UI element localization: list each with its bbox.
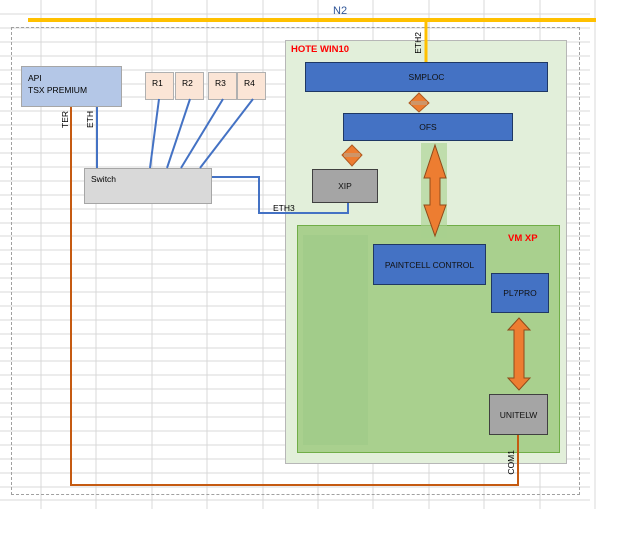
network-label-n2: N2	[333, 5, 348, 17]
host-title: HOTE WIN10	[291, 44, 350, 55]
unitelw-label: UNITELW	[499, 409, 538, 420]
smploc-box[interactable]: SMPLOC	[305, 62, 548, 92]
xip-label: XIP	[338, 181, 352, 191]
pl7pro-box[interactable]: PL7PRO	[491, 273, 549, 313]
router-r1[interactable]: R1	[145, 72, 174, 100]
vm-inner-shade	[303, 235, 368, 445]
xip-box[interactable]: XIP	[312, 169, 378, 203]
smploc-label: SMPLOC	[408, 72, 445, 82]
unitelw-box[interactable]: UNITELW	[489, 394, 548, 435]
switch-label: Switch	[91, 174, 117, 184]
plc-tsx-premium-box[interactable]: API TSX PREMIUM	[21, 66, 122, 107]
outer-boundary	[11, 27, 580, 495]
eth2-label: ETH2	[413, 32, 423, 54]
router-r2[interactable]: R2	[175, 72, 204, 100]
pl7pro-label: PL7PRO	[503, 288, 537, 298]
plc-line1: API	[28, 73, 42, 83]
eth3-label: ETH3	[273, 203, 295, 213]
router-r4[interactable]: R4	[237, 72, 266, 100]
ofs-box[interactable]: OFS	[343, 113, 513, 141]
paintcell-control-box[interactable]: PAINTCELL CONTROL	[373, 244, 486, 285]
plc-line2: TSX PREMIUM	[28, 85, 88, 95]
router-r3[interactable]: R3	[208, 72, 237, 100]
eth-label: ETH	[85, 111, 95, 128]
switch-box[interactable]: Switch	[84, 168, 212, 204]
paintcell-control-label: PAINTCELL CONTROL	[384, 259, 475, 270]
ofs-label: OFS	[419, 122, 437, 132]
vm-title: VM XP	[508, 233, 538, 244]
com1-label: COM1	[506, 450, 516, 475]
ter-label: TER	[60, 111, 70, 128]
